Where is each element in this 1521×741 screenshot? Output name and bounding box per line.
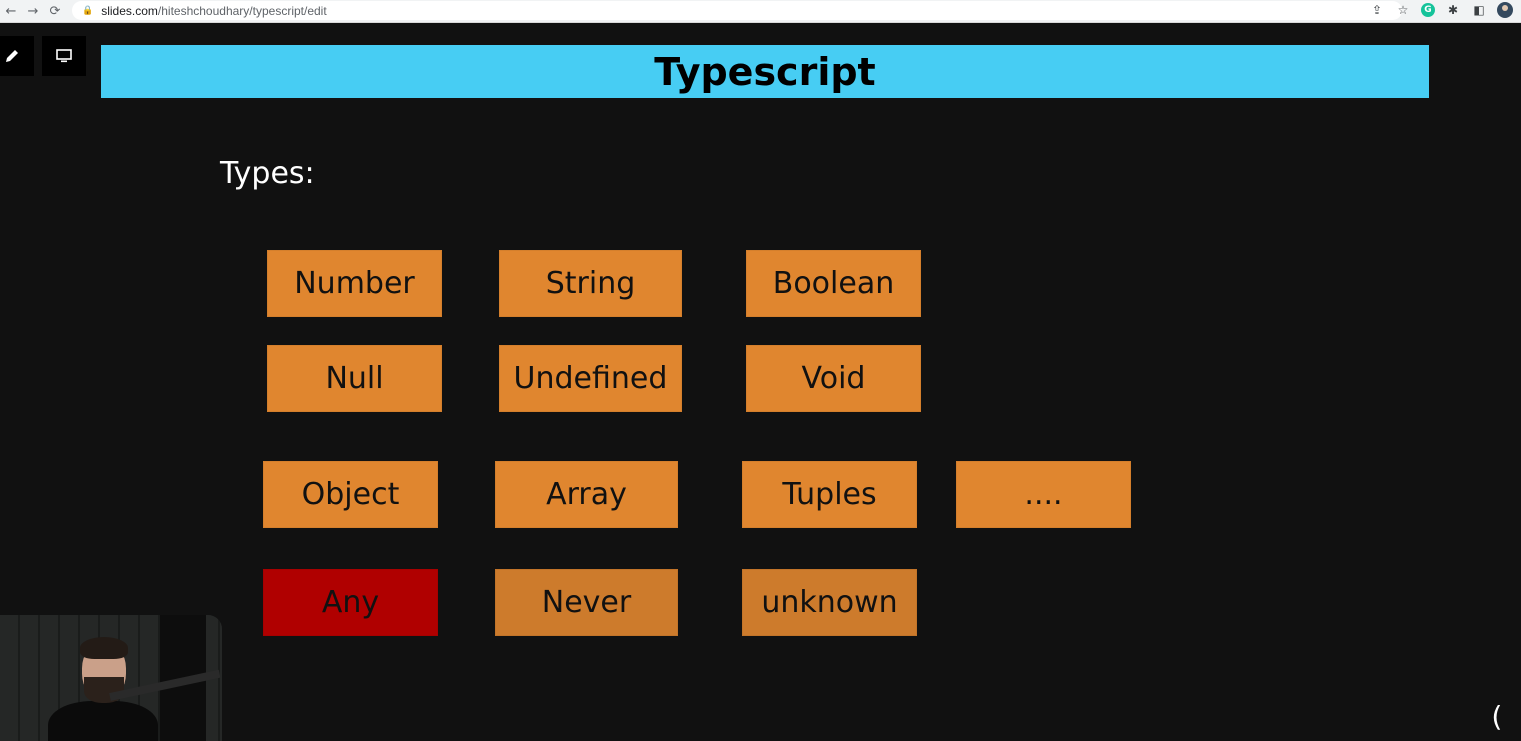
monitor-icon [56, 49, 72, 63]
type-box-undefined[interactable]: Undefined [499, 345, 682, 412]
slide-title: Typescript [654, 49, 876, 94]
browser-toolbar: ← → ⟳ 🔒 slides.com/hiteshchoudhary/types… [0, 0, 1521, 23]
type-box-object[interactable]: Object [263, 461, 438, 528]
bookmark-star-icon[interactable]: ☆ [1397, 3, 1409, 17]
type-box-void[interactable]: Void [746, 345, 921, 412]
type-box-tuples[interactable]: Tuples [742, 461, 917, 528]
type-box-array[interactable]: Array [495, 461, 678, 528]
lock-icon: 🔒 [82, 5, 94, 16]
type-box-unknown[interactable]: unknown [742, 569, 917, 636]
type-box-boolean[interactable]: Boolean [746, 250, 921, 317]
type-box-never[interactable]: Never [495, 569, 678, 636]
url-host: slides.com [101, 3, 158, 18]
address-bar[interactable]: 🔒 slides.com/hiteshchoudhary/typescript/… [72, 1, 1402, 20]
type-box-number[interactable]: Number [267, 250, 442, 317]
url-text: slides.com/hiteshchoudhary/typescript/ed… [101, 4, 326, 18]
present-tool-button[interactable] [42, 36, 86, 76]
url-path: /hiteshchoudhary/typescript/edit [157, 3, 327, 18]
grammarly-extension-icon[interactable]: G [1421, 3, 1435, 17]
type-box-null[interactable]: Null [267, 345, 442, 412]
share-icon[interactable]: ⇪ [1371, 3, 1383, 17]
type-box-any[interactable]: Any [263, 569, 438, 636]
type-box-string[interactable]: String [499, 250, 682, 317]
back-arrow-icon[interactable]: ← [5, 3, 17, 19]
forward-arrow-icon[interactable]: → [27, 3, 39, 19]
channel-logo-icon: ( [1488, 700, 1521, 741]
browser-actions: ⇪ ☆ G ✱ ◧ [1369, 2, 1513, 18]
edit-tool-button[interactable] [0, 36, 34, 76]
side-panel-icon[interactable]: ◧ [1473, 3, 1485, 17]
pencil-icon [6, 50, 18, 62]
slide-title-bar[interactable]: Typescript [101, 45, 1429, 98]
webcam-overlay [0, 615, 222, 741]
presenter-hair [80, 637, 128, 659]
type-box-more[interactable]: .... [956, 461, 1131, 528]
types-heading[interactable]: Types: [220, 156, 315, 191]
extensions-puzzle-icon[interactable]: ✱ [1447, 3, 1459, 17]
presenter-body [48, 701, 158, 741]
profile-avatar[interactable] [1497, 2, 1513, 18]
reload-icon[interactable]: ⟳ [49, 3, 61, 19]
